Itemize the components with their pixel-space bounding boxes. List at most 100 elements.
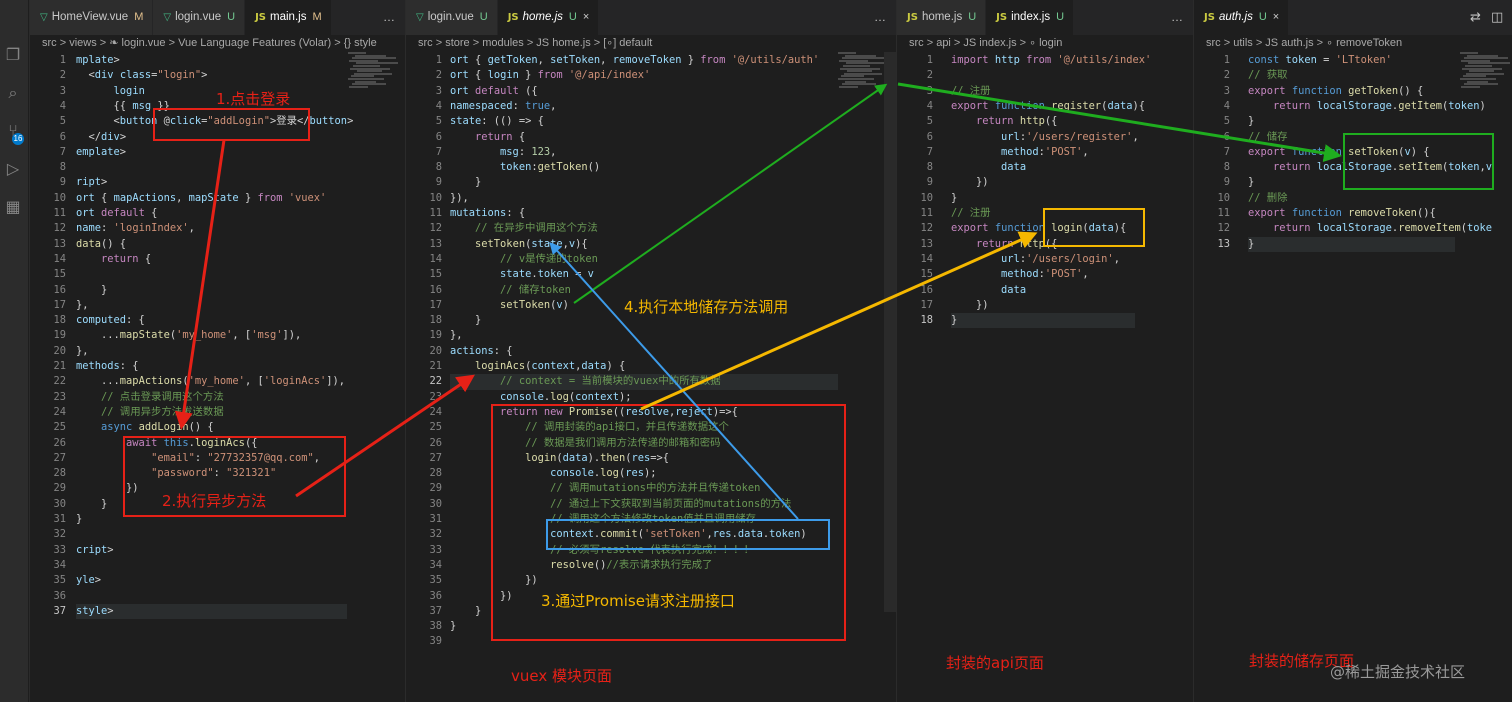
code-line[interactable]: ort { mapActions, mapState } from 'vuex' [76, 191, 327, 204]
code-line[interactable]: } [450, 604, 482, 617]
code-line[interactable]: emplate> [76, 145, 127, 158]
code-line[interactable]: data [1001, 161, 1027, 174]
code-line[interactable]: } [951, 191, 958, 204]
code-line[interactable]: style> [76, 603, 347, 620]
extensions-icon[interactable]: ▦ [5, 197, 21, 216]
code-line[interactable]: ort default { [76, 207, 158, 219]
code-line[interactable]: // v是传递的token [500, 252, 598, 265]
minimap[interactable] [1460, 52, 1510, 92]
code-line[interactable]: url:'/users/login', [1001, 252, 1120, 265]
scrollbar[interactable] [884, 52, 896, 612]
code-line[interactable]: ...mapActions('my_home', ['loginAcs']), [76, 375, 346, 388]
more-actions-button[interactable]: … [874, 10, 886, 24]
code-line[interactable]: ort { login } from '@/api/index' [450, 69, 651, 82]
code-line[interactable]: } [450, 620, 457, 633]
code-line[interactable]: async addLogin() { [101, 421, 214, 434]
minimap[interactable] [348, 52, 398, 92]
code-line[interactable]: actions: { [450, 344, 513, 357]
code-line[interactable]: data() { [76, 237, 127, 250]
code-line[interactable]: ript> [76, 176, 108, 189]
compare-icon[interactable]: ⇄ [1470, 10, 1481, 25]
code-line[interactable]: "password": "321321" [151, 467, 277, 480]
search-icon[interactable]: ⌕ [8, 83, 18, 102]
code-line[interactable]: // 删除 [1248, 191, 1288, 204]
code-line[interactable]: }), [450, 191, 469, 204]
code-line[interactable]: method:'POST', [1001, 268, 1089, 281]
code-line[interactable]: yle> [76, 574, 102, 587]
code-line[interactable]: token:getToken() [500, 161, 601, 174]
code-line[interactable]: // 在异步中调用这个方法 [475, 222, 598, 235]
code-line[interactable]: setToken(v) [500, 298, 569, 311]
code-line[interactable]: // context = 当前模块的vuex中的所有数据 [450, 374, 838, 390]
code-line[interactable]: // 注册 [951, 207, 991, 219]
code-line[interactable]: } [1248, 236, 1455, 252]
code-line[interactable]: context.commit('setToken',res.data.token… [550, 528, 807, 541]
code-line[interactable]: return localStorage.removeItem(toke [1273, 222, 1493, 235]
code-line[interactable]: state: (() => { [450, 115, 544, 128]
code-line[interactable]: }) [76, 482, 139, 495]
code-line[interactable]: setToken(state,v){ [475, 237, 588, 250]
code-line[interactable]: import http from '@/utils/index' [951, 54, 1152, 66]
code-line[interactable]: // 注册 [951, 84, 991, 97]
code-line[interactable]: } [76, 497, 108, 510]
minimap[interactable] [838, 52, 888, 92]
code-line[interactable]: } [76, 513, 83, 525]
code-line[interactable]: // 获取 [1248, 69, 1288, 82]
code-line[interactable]: }) [450, 574, 538, 587]
code-line[interactable]: computed: { [76, 314, 145, 327]
code-line[interactable]: } [1248, 115, 1255, 128]
code-line[interactable]: }, [450, 329, 463, 342]
code-line[interactable]: msg: 123, [500, 145, 557, 158]
code-line[interactable]: loginAcs(context,data) { [475, 360, 626, 372]
code-line[interactable]: namespaced: true, [450, 99, 557, 112]
code-line[interactable]: } [1248, 176, 1255, 189]
code-line[interactable]: } [76, 283, 108, 296]
split-editor-icon[interactable]: ◫ [1491, 10, 1504, 25]
code-line[interactable]: }, [76, 298, 89, 311]
code-line[interactable]: // 点击登录调用这个方法 [101, 390, 224, 403]
code-line[interactable]: return http({ [976, 237, 1058, 250]
source-control-icon[interactable]: ⑂ [8, 121, 18, 140]
code-line[interactable]: const token = 'LTtoken' [1248, 54, 1392, 66]
code-line[interactable]: // 储存 [1248, 130, 1288, 143]
code-line[interactable]: ...mapState('my_home', ['msg']), [76, 329, 302, 342]
code-line[interactable]: console.log(context); [500, 390, 632, 403]
code-line[interactable]: // 调用异步方法发送数据 [101, 405, 224, 418]
run-debug-icon[interactable]: ▷ [6, 159, 20, 178]
code-line[interactable]: mplate> [76, 54, 120, 66]
code-line[interactable]: return { [101, 252, 152, 265]
code-line[interactable]: <div class="login"> [76, 69, 208, 82]
code-line[interactable]: return { [475, 130, 526, 143]
code-line[interactable]: await this.loginAcs({ [126, 436, 258, 449]
code-line[interactable]: return localStorage.setItem(token,v [1273, 161, 1493, 174]
code-line[interactable]: export function register(data){ [951, 99, 1145, 112]
more-actions-button[interactable]: … [383, 10, 395, 24]
code-line[interactable]: export function getToken() { [1248, 84, 1424, 97]
code-line[interactable]: }) [450, 589, 513, 602]
code-line[interactable]: method:'POST', [1001, 145, 1089, 158]
code-line[interactable]: methods: { [76, 360, 139, 372]
close-icon[interactable]: × [1272, 11, 1280, 23]
code-line[interactable]: ort { getToken, setToken, removeToken } … [450, 54, 820, 66]
code-line[interactable]: // 储存token [500, 283, 571, 296]
more-actions-button[interactable]: … [1171, 10, 1183, 24]
code-line[interactable]: }) [951, 176, 989, 189]
code-line[interactable]: name: 'loginIndex', [76, 222, 195, 235]
code-line[interactable]: <button @click="addLogin">登录</button> [76, 115, 354, 128]
code-line[interactable]: } [951, 313, 1135, 329]
explorer-icon[interactable]: ❐ [5, 45, 21, 64]
code-line[interactable]: }, [76, 344, 89, 357]
code-line[interactable]: data [1001, 283, 1027, 296]
code-line[interactable]: } [450, 314, 482, 327]
code-line[interactable]: ort default ({ [450, 84, 538, 97]
close-icon[interactable]: × [582, 11, 590, 23]
code-line[interactable]: state.token = v [500, 268, 594, 281]
code-line[interactable]: </div> [76, 130, 127, 143]
